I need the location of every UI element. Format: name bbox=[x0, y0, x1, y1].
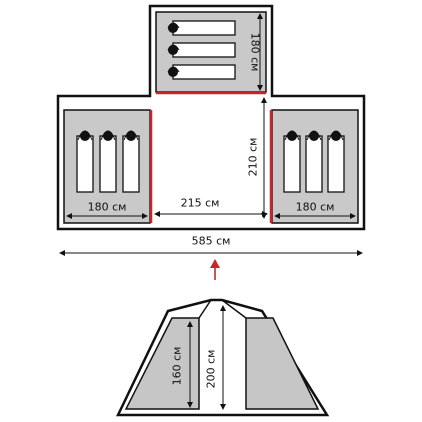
sleeper-icon bbox=[167, 20, 236, 36]
right-bedroom: 180 см bbox=[269, 109, 359, 224]
front-right-panel bbox=[245, 317, 320, 410]
sleeper-icon bbox=[76, 130, 94, 193]
sleeper-icon bbox=[327, 130, 345, 193]
sleeper-icon bbox=[122, 130, 140, 193]
sleeper-icon bbox=[167, 64, 236, 80]
center-width-label: 215 см bbox=[181, 197, 220, 210]
center-depth-label: 210 см bbox=[247, 138, 260, 177]
total-width-label: 585 см bbox=[192, 235, 231, 248]
peak-height-label: 200 см bbox=[205, 350, 218, 389]
floor-plan: 180 см 180 см bbox=[56, 4, 366, 280]
up-arrow-icon bbox=[210, 259, 220, 280]
left-bedroom: 180 см bbox=[63, 109, 153, 224]
sleeper-icon bbox=[283, 130, 301, 193]
left-room-width-label: 180 см bbox=[88, 201, 127, 214]
right-room-width-label: 180 см bbox=[296, 201, 335, 214]
top-room-depth-label: 180 см bbox=[249, 33, 262, 72]
sleeper-icon bbox=[305, 130, 323, 193]
top-bedroom: 180 см bbox=[155, 11, 267, 95]
sleeper-icon bbox=[167, 42, 236, 58]
sleeper-icon bbox=[99, 130, 117, 193]
front-view: 160 см 200 см bbox=[116, 298, 330, 417]
side-height-label: 160 см bbox=[171, 347, 184, 386]
